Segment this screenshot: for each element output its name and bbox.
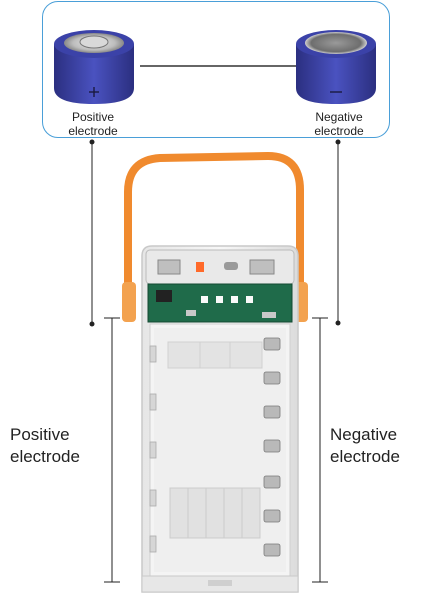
positive-caption-line2: electrode bbox=[68, 124, 118, 138]
negative-caption-line1: Negative bbox=[315, 110, 363, 124]
positive-dimension-bracket bbox=[104, 317, 120, 583]
right-label-line2: electrode bbox=[330, 447, 400, 466]
negative-electrode-caption: Negative electrode bbox=[306, 110, 372, 138]
negative-dimension-bracket bbox=[312, 317, 328, 583]
negative-caption-line2: electrode bbox=[314, 124, 364, 138]
left-label-line1: Positive bbox=[10, 425, 70, 444]
positive-leader-line bbox=[89, 139, 95, 327]
power-bank-case-illustration bbox=[122, 151, 308, 593]
right-electrode-label: Negative electrode bbox=[330, 424, 400, 468]
negative-battery-icon bbox=[296, 30, 376, 104]
left-electrode-label: Positive electrode bbox=[10, 424, 80, 468]
right-label-line1: Negative bbox=[330, 425, 398, 444]
positive-caption-line1: Positive bbox=[71, 110, 115, 124]
left-label-line2: electrode bbox=[10, 447, 80, 466]
positive-battery-icon bbox=[54, 30, 134, 104]
negative-leader-line bbox=[335, 139, 341, 326]
positive-electrode-caption: Positive electrode bbox=[62, 110, 124, 138]
